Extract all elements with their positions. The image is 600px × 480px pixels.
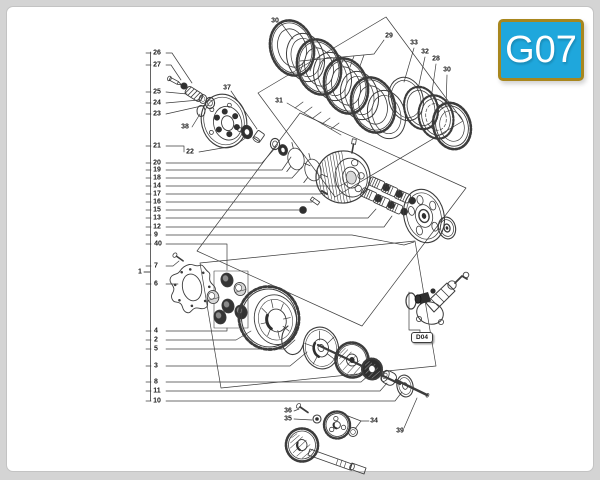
pressure-disc [402,188,446,244]
clutch-basket [237,285,301,351]
pump-shaft [307,448,367,475]
clutch-pushrod [394,378,430,398]
spacer-bushing [348,427,358,437]
clutch-hub-group [269,137,371,214]
spring-plate [402,85,440,131]
sprocket-flange [302,326,340,370]
drive-sprocket [322,410,352,440]
shim-ring [281,325,304,356]
friction-end-plate [417,94,455,140]
drive-pinion-dark [360,357,384,381]
damper-set [205,271,250,326]
helical-gear [284,427,320,463]
plate-bolt [172,252,184,262]
spring-seat [180,82,188,90]
primary-driven-gear [334,341,370,379]
clutch-spring [184,86,204,102]
outer-friction-plate [431,101,473,151]
o-ring [405,292,417,310]
release-bearing [241,124,253,140]
pushrod-end-piece [252,130,265,143]
flexible-drive-plate [169,263,216,314]
primary-driven-row [281,325,430,398]
gear-bolt [295,403,309,414]
leader-lines [143,22,448,430]
hub-screw [351,138,357,154]
bleed-screw [167,75,182,86]
lifter-fork-plate [286,142,311,173]
lifter-plate-group [167,75,265,149]
spring-washer-disc [437,216,457,240]
dowel-pin [321,190,328,195]
ball [299,206,307,214]
clutch-slave-cylinder [405,271,470,325]
cross-reference-text: D04 [416,334,428,341]
cross-reference-badge[interactable]: D04 [411,332,433,343]
thrust-washer [396,374,414,398]
clutch-center-hub [315,150,371,204]
flexible-plate-group [169,252,216,314]
pressure-plate [200,93,248,149]
pump-gear-assembly [284,403,367,475]
cup-washer [312,414,322,424]
bearing-sleeve [380,369,397,386]
label-spine [143,51,152,402]
roll-pin [309,196,321,206]
page-code-badge: G07 [498,19,584,81]
clutch-plate-stack [262,13,473,151]
diagram-page [6,6,594,472]
page-code-text: G07 [505,28,577,71]
